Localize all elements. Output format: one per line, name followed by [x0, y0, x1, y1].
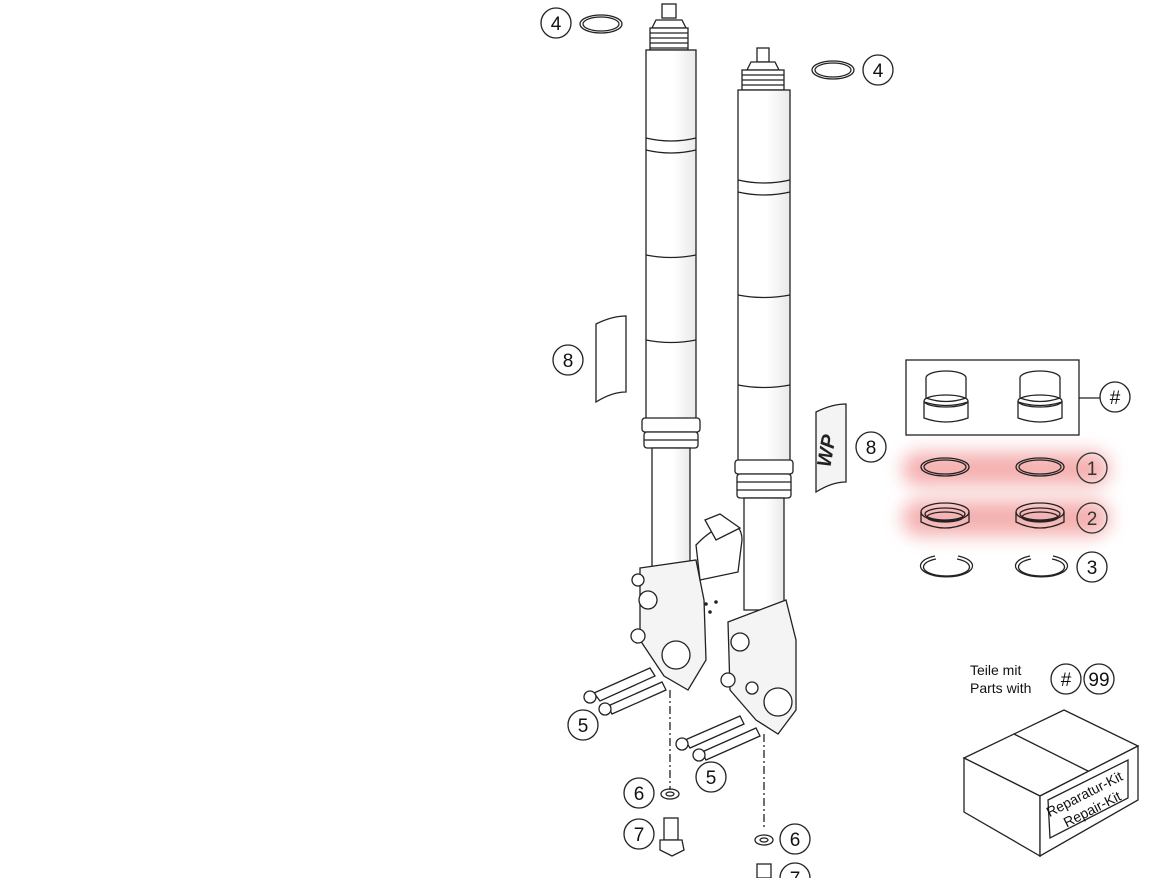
callout-circle	[623, 777, 655, 809]
callout-circle	[552, 344, 584, 376]
callout-c6a: 6	[623, 777, 655, 809]
callout-chash: #	[1099, 381, 1131, 413]
callout-c4b: 4	[862, 54, 894, 86]
callout-circle	[1076, 551, 1108, 583]
screw-7-right	[756, 863, 772, 878]
callout-circle	[855, 431, 887, 463]
fork-guard-right: WP	[813, 403, 847, 494]
callout-c5b: 5	[695, 761, 727, 793]
callout-c5a: 5	[567, 709, 599, 741]
callout-label: 8	[563, 351, 574, 372]
o-ring-4-right	[811, 60, 855, 80]
highlight-band-2	[902, 500, 1110, 536]
callout-c7a: 7	[623, 818, 655, 850]
callout-label: 2	[1087, 509, 1098, 530]
right-fork-leg	[720, 47, 797, 735]
callout-label: 5	[706, 768, 717, 789]
seal-2-pair	[920, 502, 1065, 529]
bolts-5-left	[583, 667, 667, 716]
callout-circle	[567, 709, 599, 741]
callout-circle	[540, 7, 572, 39]
callout-c2: 2	[1076, 502, 1108, 534]
left-fork-leg	[630, 3, 743, 691]
callout-c7b: 7	[779, 862, 811, 878]
callout-circle	[1099, 381, 1131, 413]
washer-6-right	[754, 834, 774, 846]
callout-label: 6	[634, 784, 645, 805]
callout-label: 6	[790, 830, 801, 851]
fork-guard-left	[595, 315, 627, 404]
callout-circle	[862, 54, 894, 86]
legend-line-1: Teile mit	[970, 662, 1021, 678]
highlight-band-1	[902, 452, 1110, 486]
callout-c8a: 8	[552, 344, 584, 376]
repair-kit-box: Reparatur-Kit Repair-Kit	[962, 709, 1140, 858]
o-ring-4-left	[579, 14, 623, 34]
washer-6-left	[660, 788, 680, 800]
callout-label: 1	[1087, 459, 1098, 480]
circlip-3-pair	[919, 555, 1069, 578]
legend: Teile mit Parts with # 99	[970, 662, 1115, 696]
callout-circle	[779, 862, 811, 878]
callout-c3: 3	[1076, 551, 1108, 583]
callout-c1: 1	[1076, 452, 1108, 484]
callout-circle	[779, 823, 811, 855]
callout-circle	[623, 818, 655, 850]
callout-label: 7	[790, 869, 801, 878]
callout-label: 3	[1087, 558, 1098, 579]
callout-circle	[1076, 502, 1108, 534]
legend-line-2: Parts with	[970, 680, 1031, 696]
callout-label: 8	[866, 438, 877, 459]
legend-number: 99	[1088, 670, 1109, 691]
bolts-5-right	[675, 715, 761, 762]
callout-circle	[695, 761, 727, 793]
legend-symbol: #	[1061, 670, 1072, 691]
screw-7-left	[659, 817, 685, 857]
callout-label: 5	[578, 716, 589, 737]
callout-c6b: 6	[779, 823, 811, 855]
bushing-set-box	[905, 359, 1100, 436]
callout-label: 7	[634, 825, 645, 846]
callout-label: #	[1110, 388, 1121, 409]
callout-c4a: 4	[540, 7, 572, 39]
callout-c8b: 8	[855, 431, 887, 463]
callout-label: 4	[551, 14, 562, 35]
ring-1-pair	[920, 457, 1065, 477]
callout-circle	[1076, 452, 1108, 484]
callout-label: 4	[873, 61, 884, 82]
